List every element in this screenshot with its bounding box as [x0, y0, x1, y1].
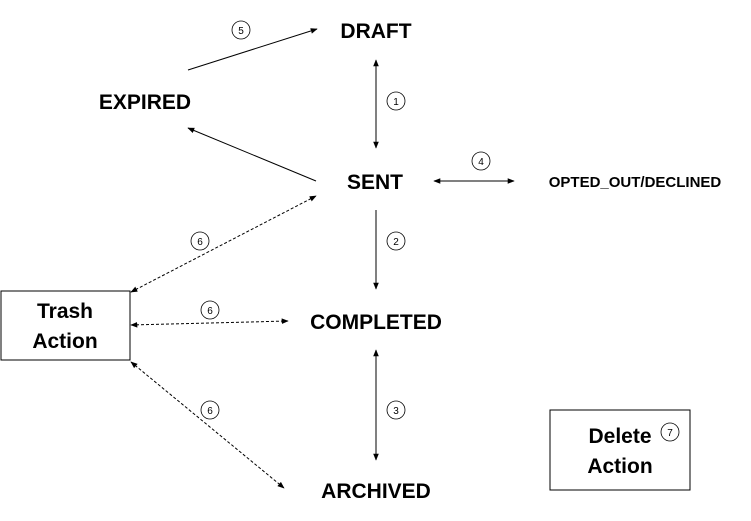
edge-sent-expired [187, 127, 317, 182]
svg-text:5: 5 [238, 26, 244, 37]
svg-text:1: 1 [393, 97, 399, 108]
delete-action-box [549, 409, 691, 491]
edge-trash-completed [130, 318, 289, 328]
delete-action-label-line1: Delete [588, 425, 651, 448]
svg-text:6: 6 [197, 237, 203, 248]
state-sent: SENT [347, 171, 403, 194]
transition-number-1: 1 [386, 91, 406, 111]
state-draft: DRAFT [340, 20, 411, 43]
svg-text:6: 6 [207, 406, 213, 417]
svg-text:3: 3 [393, 406, 399, 417]
transition-number-3: 3 [386, 400, 406, 420]
trash-action-box [0, 290, 131, 361]
transition-number-4: 4 [471, 151, 491, 171]
transition-number-5: 5 [231, 20, 251, 40]
edge-trash-sent [130, 195, 317, 293]
transition-number-6-sent: 6 [190, 231, 210, 251]
svg-text:6: 6 [207, 306, 213, 317]
state-archived: ARCHIVED [321, 480, 431, 503]
trash-action-label-line2: Action [32, 330, 97, 353]
svg-text:7: 7 [667, 428, 673, 439]
delete-action-label-line2: Action [587, 455, 652, 478]
trash-action-label-line1: Trash [37, 300, 93, 323]
edge-expired-draft [187, 28, 318, 71]
state-opted-out-declined: OPTED_OUT/DECLINED [549, 174, 722, 191]
state-completed: COMPLETED [310, 311, 442, 334]
transition-number-6-completed: 6 [200, 300, 220, 320]
svg-text:4: 4 [478, 157, 484, 168]
edge-trash-archived [130, 361, 285, 489]
transition-number-6-archived: 6 [200, 400, 220, 420]
transition-number-2: 2 [386, 231, 406, 251]
state-expired: EXPIRED [99, 91, 191, 114]
svg-text:2: 2 [393, 237, 399, 248]
transition-number-7: 7 [660, 422, 680, 442]
